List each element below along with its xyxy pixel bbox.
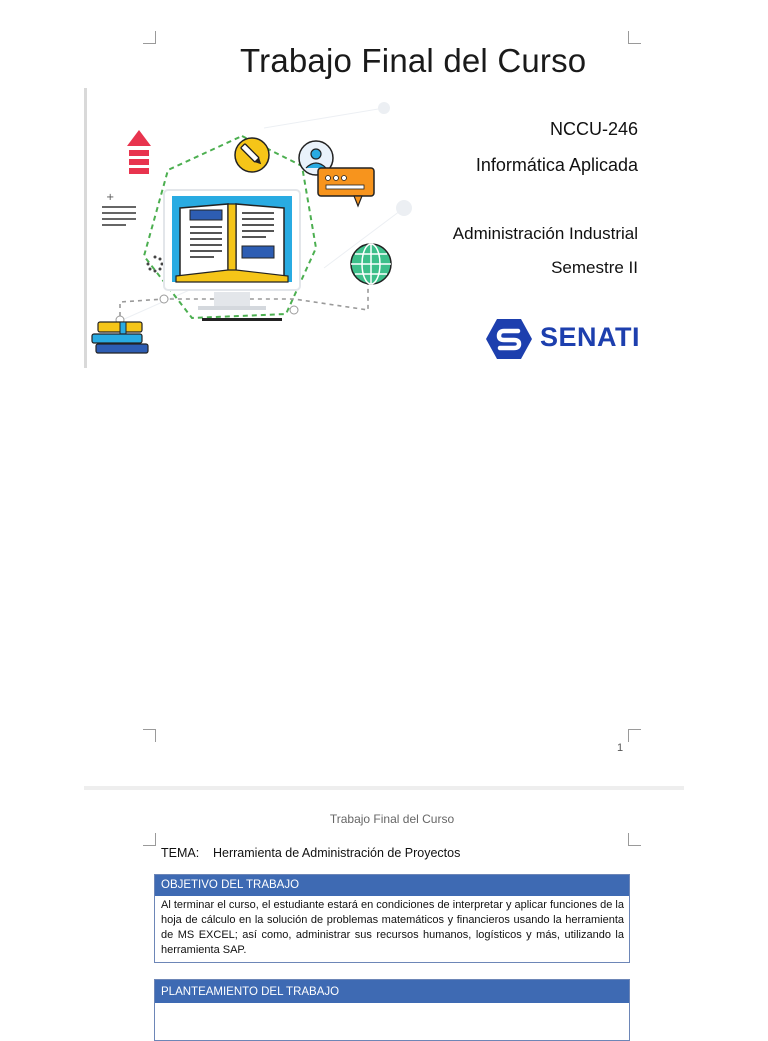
tema-value: Herramienta de Administración de Proyect… bbox=[213, 846, 461, 860]
book-monitor-icon bbox=[163, 189, 301, 321]
crop-mark-top-right-p2 bbox=[628, 833, 641, 846]
user-chat-icon bbox=[298, 140, 375, 208]
crop-mark-top-right bbox=[628, 31, 641, 44]
course-name: Informática Aplicada bbox=[475, 155, 638, 175]
loading-dots-icon bbox=[146, 255, 164, 273]
page-separator bbox=[84, 786, 684, 790]
dashed-ring bbox=[142, 134, 318, 320]
tema-line: TEMA: Herramienta de Administración de Pr… bbox=[161, 846, 460, 860]
globe-icon bbox=[350, 243, 392, 285]
crop-mark-bottom-right bbox=[628, 729, 641, 742]
objetivo-section: OBJETIVO DEL TRABAJO Al terminar el curs… bbox=[154, 874, 630, 963]
course-code: NCCU-246 bbox=[549, 119, 638, 139]
objetivo-heading: OBJETIVO DEL TRABAJO bbox=[155, 875, 629, 896]
arrow-up-icon bbox=[127, 130, 151, 174]
crop-mark-top-left-p2 bbox=[143, 833, 156, 846]
running-header: Trabajo Final del Curso bbox=[329, 812, 455, 826]
planteamiento-heading: PLANTEAMIENTO DEL TRABAJO bbox=[155, 980, 629, 1003]
senati-logo bbox=[486, 319, 532, 359]
stacked-books-icon bbox=[91, 321, 149, 354]
brand-name: SENATI bbox=[540, 322, 641, 352]
crop-mark-top-left bbox=[143, 31, 156, 44]
career-name: Administración Industrial bbox=[452, 224, 638, 243]
page-title: Trabajo Final del Curso bbox=[240, 42, 587, 79]
page-number: 1 bbox=[617, 742, 624, 754]
tema-label: TEMA: bbox=[161, 846, 200, 860]
planteamiento-section: PLANTEAMIENTO DEL TRABAJO bbox=[154, 979, 630, 1041]
objetivo-text: Al terminar el curso, el estudiante esta… bbox=[161, 899, 624, 956]
document-lines-icon: + bbox=[102, 192, 136, 226]
cover-divider bbox=[84, 88, 87, 368]
semester: Semestre II bbox=[551, 258, 638, 277]
pen-icon bbox=[234, 137, 270, 173]
crop-mark-bottom-left bbox=[143, 729, 156, 742]
svg-text:+: + bbox=[106, 192, 114, 203]
